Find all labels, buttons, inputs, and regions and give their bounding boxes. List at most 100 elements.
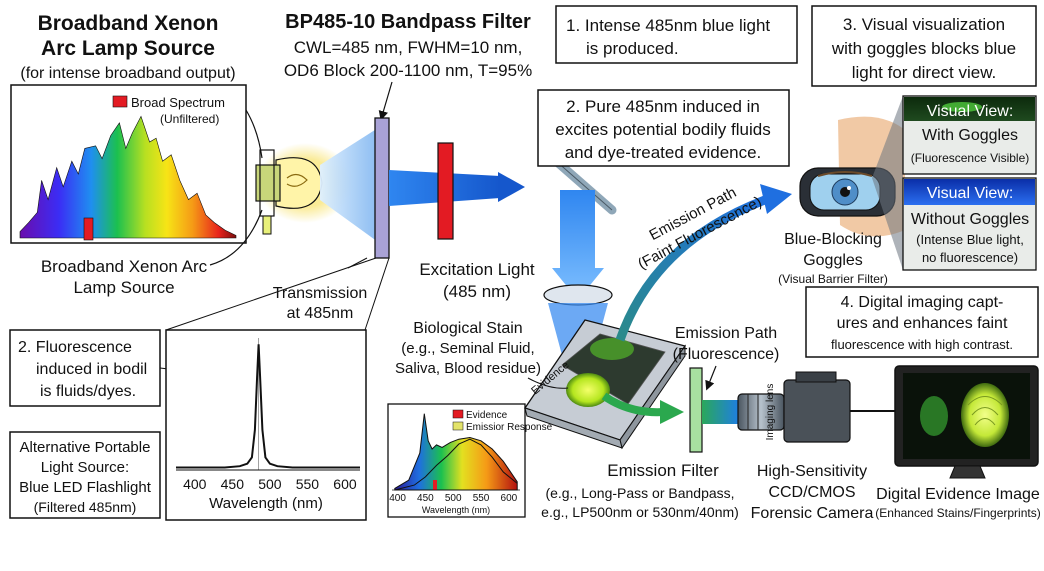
lamp-beam <box>320 128 378 242</box>
emission-response-curve <box>394 438 518 491</box>
step-2-box: 2. Pure 485nm induced in excites potenti… <box>537 89 790 167</box>
step-3-line1: 3. Visual visualization <box>843 15 1005 34</box>
camera-label-line2: CCD/CMOS <box>768 484 855 501</box>
step-2b-line3: is fluids/dyes. <box>40 383 136 400</box>
broad-spectrum-legend-box <box>112 95 128 108</box>
transmission-line2: at 485nm <box>287 305 354 322</box>
broad-spectrum-panel: Broad Spectrum (Unfiltered) <box>10 84 247 244</box>
lamp-title-line1: Broadband Xenon <box>38 12 219 35</box>
step-2-line2: excites potential bodily fluids <box>555 120 770 139</box>
stain-leader <box>527 377 569 389</box>
stain-label-line3: Saliva, Blood residue) <box>395 360 541 377</box>
evidence-slide: Evidence <box>523 319 687 450</box>
view1-line1: With Goggles <box>922 127 1018 144</box>
broad-spectrum-legend-label: Broad Spectrum <box>131 95 225 110</box>
transmission-tick-label: 400 <box>183 476 207 492</box>
emission-tick-label: 600 <box>501 493 518 504</box>
zoom-line-right <box>364 257 390 331</box>
step-3-box: 3. Visual visualization with goggles blo… <box>811 5 1037 87</box>
forensic-camera: Imaging lens <box>737 371 851 443</box>
transmission-tick-label: 600 <box>333 476 357 492</box>
goggles-label-line1: Blue-Blocking <box>784 231 882 248</box>
view1-line2: (Fluorescence Visible) <box>911 151 1030 165</box>
step-4-box: 4. Digital imaging capt- ures and enhanc… <box>805 286 1039 358</box>
view2-title: Visual View: <box>927 185 1014 202</box>
view-zoom-wedge <box>872 96 903 270</box>
emission-filter-line3: e.g., LP500nm or 530nm/40nm) <box>541 504 739 520</box>
evidence-monitor <box>894 365 1039 479</box>
view2-line1: Without Goggles <box>911 211 1029 228</box>
filtered-emission-beam <box>702 400 738 424</box>
fingerprint-stain <box>566 373 610 407</box>
lamp-title-sub: (for intense broadband output) <box>20 65 235 82</box>
monitor-label-line2: (Enhanced Stains/Fingerprints) <box>875 506 1040 520</box>
step-2b-line2: induced in bodil <box>36 361 147 378</box>
excitation-label-line1: Excitation Light <box>419 260 535 279</box>
transmission-curve <box>176 344 360 469</box>
transmission-tick-label: 450 <box>221 476 245 492</box>
zoom-line-left <box>165 257 377 331</box>
legend-evidence-label: Evidence <box>466 410 508 421</box>
step-2-line1: 2. Pure 485nm induced in <box>566 97 760 116</box>
legend-emission-swatch <box>452 421 464 431</box>
emission-green-arrow <box>601 392 665 417</box>
step-1-line1: 1. Intense 485nm blue light <box>566 16 770 35</box>
alt-source-line3: Blue LED Flashlight <box>19 479 152 496</box>
step-3-line2: with goggles blocks blue <box>831 39 1016 58</box>
view2-line2: (Intense Blue light, <box>916 232 1024 247</box>
stain-label-line2: (e.g., Seminal Fluid, <box>401 340 534 357</box>
transmission-tick-label: 550 <box>296 476 320 492</box>
transmission-xlabel: Wavelength (nm) <box>209 495 323 512</box>
lamp-caption-line2: Lamp Source <box>73 278 174 297</box>
focusing-lens <box>543 284 613 306</box>
emission-xlabel: Wavelength (nm) <box>422 505 490 515</box>
alt-source-line4: (Filtered 485nm) <box>34 499 137 515</box>
transmission-tick-label: 500 <box>258 476 282 492</box>
excitation-arrow <box>498 172 525 202</box>
filter-title: BP485-10 Bandpass Filter <box>285 11 531 33</box>
emission-tick-label: 550 <box>473 493 490 504</box>
broad-spectrum-legend-sub: (Unfiltered) <box>160 112 219 126</box>
emission-chart-marker <box>433 480 437 490</box>
broad-spectrum-area <box>19 115 237 239</box>
view2-line3: no fluorescence) <box>922 250 1018 265</box>
emission-filter-line1: Emission Filter <box>607 461 719 480</box>
goggles-label-sub: (Visual Barrier Filter) <box>778 272 888 286</box>
emission-tick-label: 500 <box>445 493 462 504</box>
step-3-line3: light for direct view. <box>852 63 997 82</box>
step-4-line1: 4. Digital imaging capt- <box>841 294 1004 311</box>
alt-source-box: Alternative Portable Light Source: Blue … <box>9 431 161 519</box>
excitation-filter-red <box>437 142 454 240</box>
faint-emission-arc <box>615 193 772 342</box>
emission-tick-label: 400 <box>389 493 406 504</box>
lamp-title-line2: Arc Lamp Source <box>41 37 215 60</box>
filter-spec-line1: CWL=485 nm, FWHM=10 nm, <box>294 38 523 57</box>
emission-path-line2: (Fluorescence) <box>673 346 780 363</box>
emission-path-leader <box>705 365 717 391</box>
legend-evidence-swatch <box>452 409 464 419</box>
excitation-label-line2: (485 nm) <box>443 282 511 301</box>
bp485-filter-plate <box>374 117 390 259</box>
step-1-box: 1. Intense 485nm blue light is produced. <box>555 5 798 64</box>
alt-source-line2: Light Source: <box>41 459 129 476</box>
step-4-line2: ures and enhances faint <box>837 315 1008 332</box>
emission-path-line1: Emission Path <box>675 325 777 342</box>
alt-source-line1: Alternative Portable <box>20 439 151 456</box>
camera-label-line1: High-Sensitivity <box>757 463 867 480</box>
camera-label-line3: Forensic Camera <box>751 505 874 522</box>
transmission-chart: 400 450 500 550 600 Wavelength (nm) <box>165 329 367 521</box>
emission-filter-line2: (e.g., Long-Pass or Bandpass, <box>545 485 734 501</box>
filter-title-leader <box>378 81 393 121</box>
view1-title: Visual View: <box>927 103 1014 120</box>
faint-emission-arrow <box>760 184 792 214</box>
step-2-line3: and dye-treated evidence. <box>565 143 762 162</box>
transmission-line1: Transmission <box>273 285 368 302</box>
stain-label-line1: Biological Stain <box>413 320 522 337</box>
filter-spec-line2: OD6 Block 200-1100 nm, T=95% <box>284 61 532 80</box>
spectrum-lamp-connector <box>245 109 263 159</box>
spectrum-marker <box>83 217 94 241</box>
step-4-line3: fluorescence with high contrast. <box>831 337 1013 352</box>
view-with-goggles-panel: Visual View: With Goggles (Fluorescence … <box>902 95 1037 175</box>
step-1-line2: is produced. <box>586 39 679 58</box>
